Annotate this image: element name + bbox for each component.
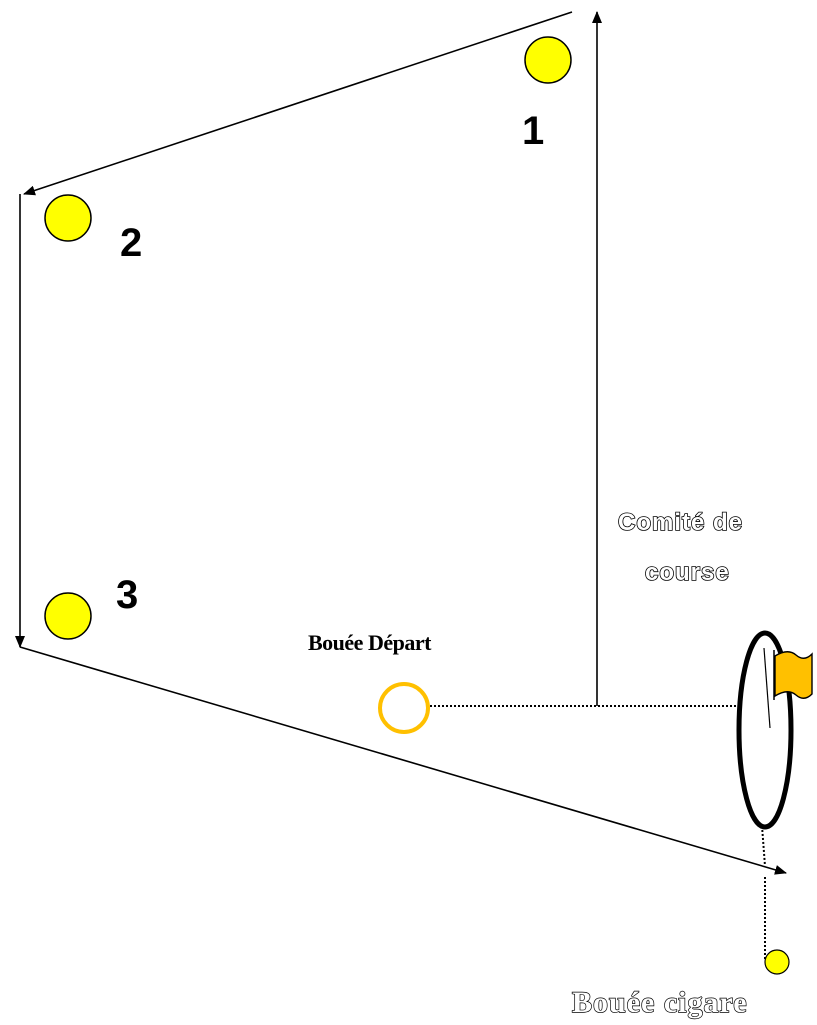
mark-1-buoy	[524, 36, 572, 84]
mark-3-label: 3	[116, 573, 138, 617]
mark-1-label: 1	[522, 109, 544, 153]
committee-flag	[774, 651, 813, 699]
committee-label-line2: course	[645, 559, 730, 586]
start-buoy	[378, 682, 430, 734]
mark-3-buoy	[44, 592, 92, 640]
committee-boat-mast	[763, 647, 771, 729]
mark-2-buoy	[44, 194, 92, 242]
start-buoy-label: Bouée Départ	[308, 630, 432, 655]
cigar-buoy	[764, 949, 790, 975]
leg-mark1-to-mark2	[23, 11, 573, 196]
mark-2-label: 2	[120, 221, 142, 265]
committee-label-line1: Comité de	[618, 509, 743, 536]
finish-line	[761, 825, 766, 867]
cigar-buoy-label: Bouée cigare	[572, 986, 748, 1019]
leg-mark3-to-finish	[19, 646, 787, 875]
